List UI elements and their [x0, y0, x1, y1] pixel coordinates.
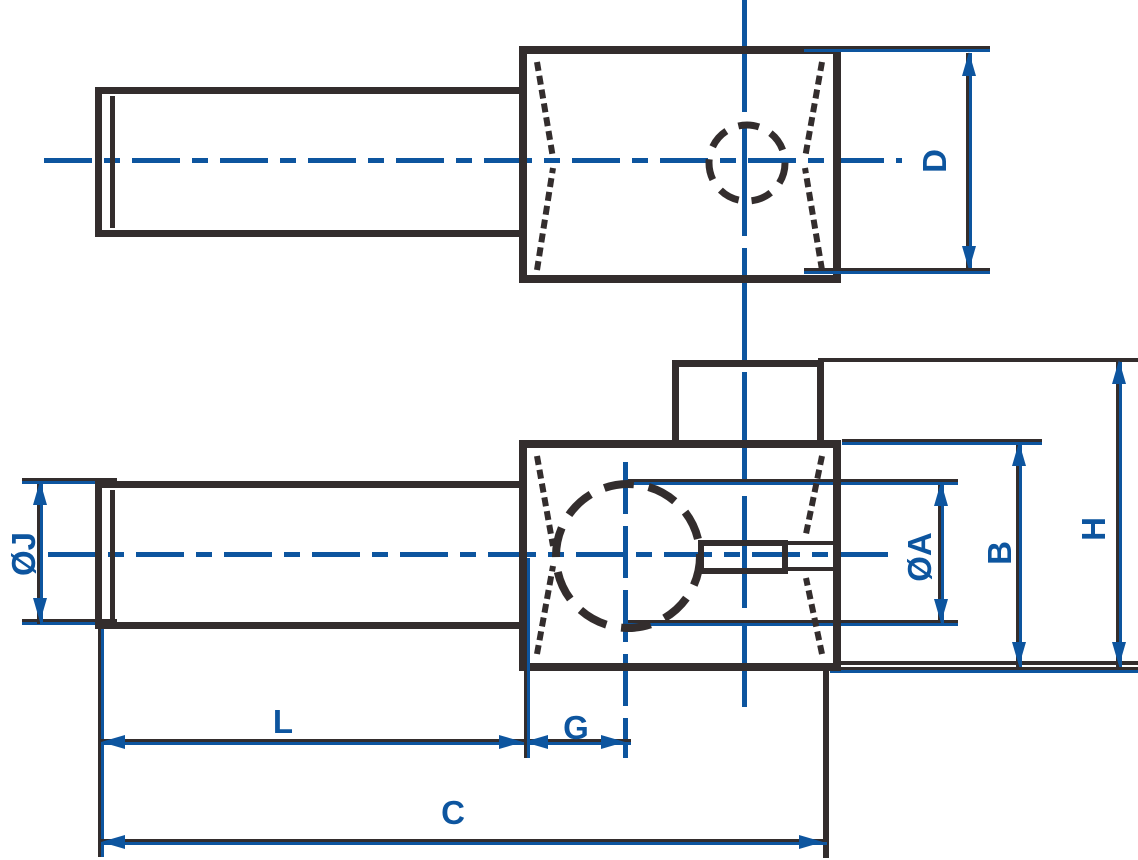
arrowhead-phi-j-bottom [33, 598, 47, 622]
extension-line-bh-bottom-blue [830, 667, 1138, 673]
clevis-head-outline-top-view [519, 46, 841, 283]
arrowhead-l-right [499, 735, 523, 749]
arrowhead-l-left [101, 735, 125, 749]
dimension-line-phi-j [37, 484, 43, 624]
dimension-line-h [1116, 362, 1122, 667]
dimension-line-b [1016, 445, 1022, 667]
arrowhead-g-left [524, 735, 548, 749]
extension-line-fork-face [524, 558, 530, 758]
extension-line-clevis-end [823, 668, 829, 858]
centerline-horizontal-top-view [44, 158, 902, 163]
dimension-label-phi-j: ØJ [5, 531, 42, 577]
rod-chamfer-line-top-view [110, 96, 115, 228]
clevis-bore-circle-bottom-view [552, 480, 704, 632]
dimension-label-c: C [441, 794, 465, 831]
dimension-line-d [966, 53, 972, 273]
extension-line-d-top [804, 46, 990, 52]
dimension-label-b: B [981, 541, 1018, 565]
arrowhead-phi-a-bottom [934, 599, 948, 623]
arrowhead-b-bottom [1012, 642, 1026, 666]
rod-chamfer-line-bottom-view [110, 490, 115, 620]
pin-slot-line-top [788, 541, 836, 545]
arrowhead-d-bottom [962, 246, 976, 270]
extension-line-d-bottom [804, 268, 990, 274]
centerline-bore-axis-extension [623, 462, 628, 758]
dimension-label-d: D [916, 149, 953, 173]
extension-line-h-top [818, 358, 1138, 362]
extension-line-bh-bottom-dark [836, 661, 1138, 665]
dimension-label-phi-a: ØA [901, 532, 938, 582]
rod-outline-bottom-view [95, 481, 527, 629]
arrowhead-g-right [601, 735, 625, 749]
centerline-horizontal-bottom-view [48, 552, 898, 557]
extension-line-phi-j-bottom [22, 619, 117, 625]
dimension-line-phi-a [938, 485, 944, 623]
arrowhead-c-right [799, 835, 823, 849]
chamfer-bands-top-view [534, 61, 825, 271]
dimension-line-l-g [101, 739, 631, 745]
arrowhead-h-top [1112, 360, 1126, 384]
centerline-vertical-main [742, 0, 747, 707]
dimension-label-h: H [1075, 517, 1112, 541]
arrowhead-phi-a-top [934, 482, 948, 506]
dimension-label-g: G [563, 709, 589, 746]
pin-slot-line-bottom [788, 567, 836, 571]
pin-hole-circle-top-view [705, 121, 789, 205]
extension-line-phi-a-bottom [628, 620, 958, 626]
dimension-label-l: L [272, 703, 294, 740]
chamfer-bands-bottom-view [534, 455, 825, 655]
extension-line-b-top [842, 439, 1042, 445]
arrowhead-d-top [962, 52, 976, 76]
extension-line-phi-a-top [628, 479, 958, 485]
dimension-line-c [101, 839, 827, 845]
extension-line-phi-j-top [22, 478, 117, 484]
arrowhead-c-left [101, 835, 125, 849]
arrowhead-phi-j-top [33, 481, 47, 505]
arrowhead-b-top [1012, 442, 1026, 466]
arrowhead-h-bottom [1112, 642, 1126, 666]
